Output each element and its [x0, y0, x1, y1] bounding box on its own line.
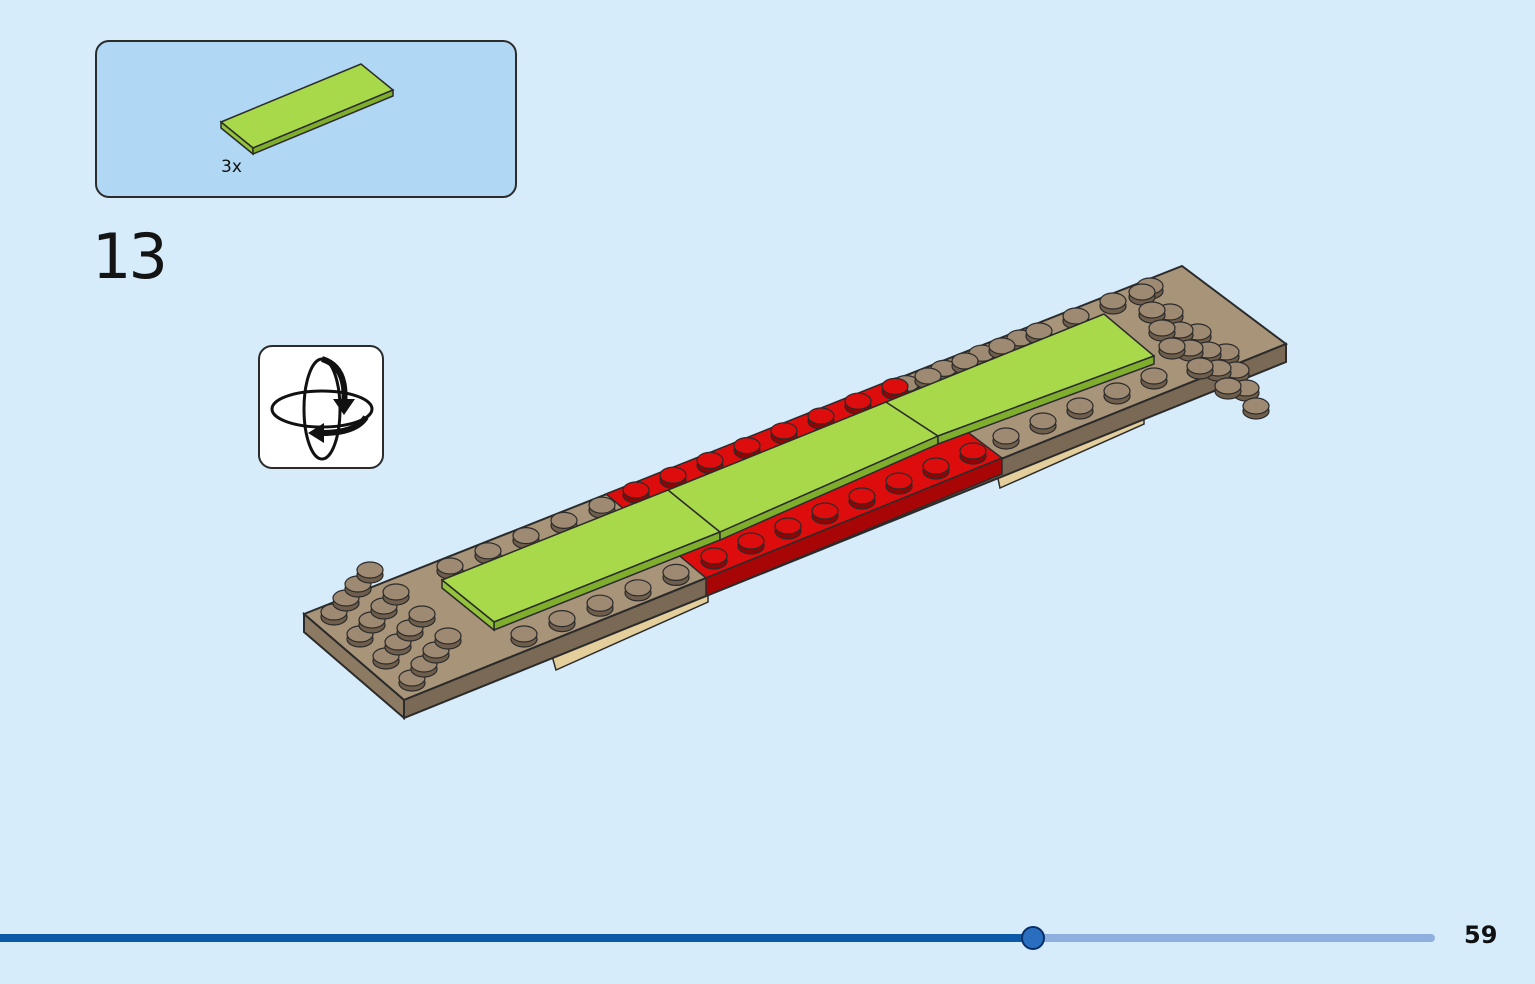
stud [1140, 367, 1168, 390]
stud [1029, 412, 1057, 435]
stud [344, 575, 372, 598]
stud [662, 563, 690, 587]
stud [959, 442, 987, 465]
parts-callout: 3x [95, 40, 517, 198]
stud [1242, 397, 1270, 420]
stud [1214, 377, 1242, 400]
stud [1128, 283, 1156, 306]
stud [774, 517, 802, 540]
part-quantity: 3x [221, 157, 242, 177]
stud [436, 557, 464, 580]
stud [659, 466, 687, 489]
stud [885, 472, 913, 495]
stud [372, 647, 400, 670]
stud [320, 603, 348, 626]
stud [434, 627, 462, 650]
stud [737, 532, 765, 555]
stud [1186, 357, 1214, 380]
step-number: 13 [92, 220, 168, 293]
stud [1158, 337, 1186, 360]
rotate-indicator [258, 345, 384, 469]
lime-tile-part-icon [219, 63, 395, 156]
stud [922, 457, 950, 480]
stud [548, 609, 576, 633]
stud [1066, 397, 1094, 420]
stud [382, 583, 410, 606]
stud [408, 605, 436, 628]
stud [356, 561, 384, 584]
stud [1103, 382, 1131, 405]
page-number: 59 [1464, 921, 1498, 949]
stud [811, 502, 839, 525]
progress-knob [1021, 926, 1046, 950]
rotate-model-icon [270, 356, 374, 461]
progress-fill [0, 934, 1034, 942]
stud [510, 625, 538, 648]
red-plate-side [705, 456, 1003, 598]
stud [992, 427, 1020, 450]
stud [733, 437, 761, 460]
plate-studs [320, 277, 1270, 692]
progress-bar [0, 926, 1435, 950]
stud [848, 487, 876, 510]
stud [624, 579, 652, 602]
stud [700, 547, 728, 570]
stud [586, 594, 614, 617]
stud [1099, 292, 1127, 315]
